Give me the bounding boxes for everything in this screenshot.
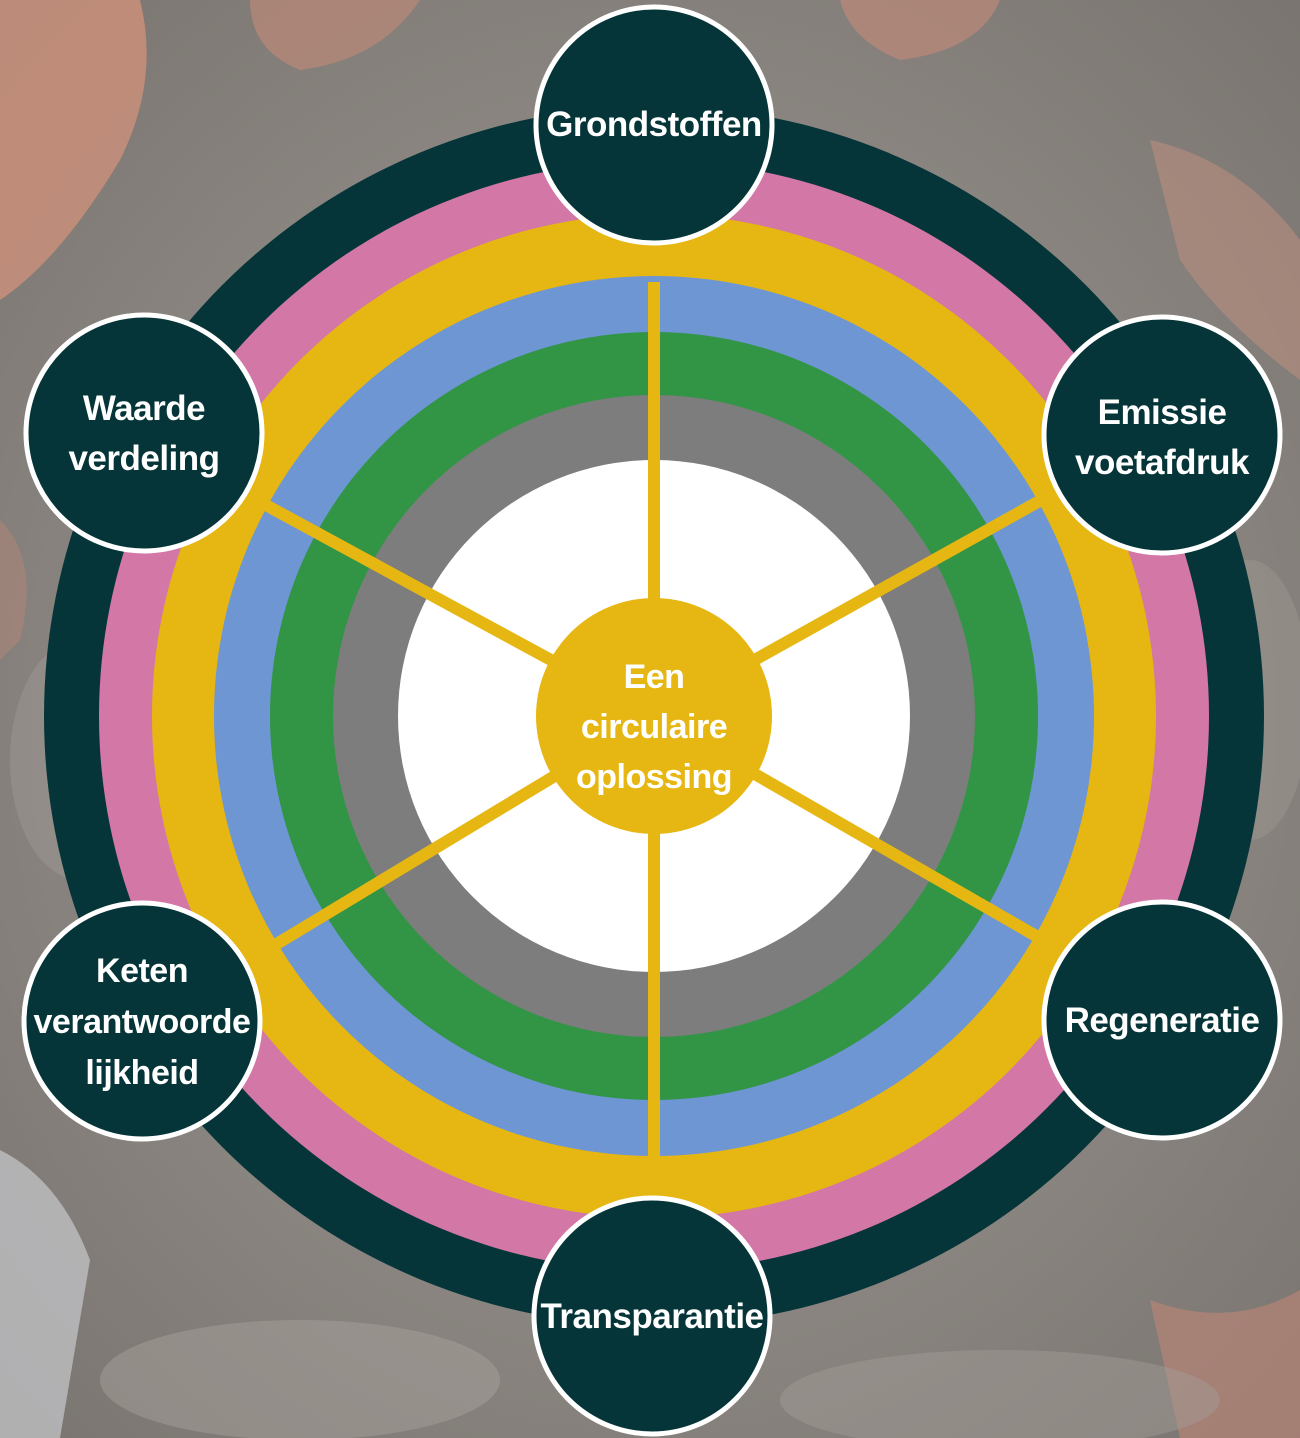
node-emissie-label-line-2: voetafdruk: [1075, 443, 1250, 482]
node-grondstoffen[interactable]: Grondstoffen: [533, 4, 775, 246]
node-grondstoffen-circle[interactable]: [533, 4, 775, 246]
node-emissie-voetafdruk[interactable]: Emissie voetafdruk: [1041, 314, 1283, 556]
node-waarde-label-line-2: verdeling: [68, 439, 219, 478]
center-label-line-1: Een: [624, 658, 685, 696]
node-keten-verantwoordelijkheid[interactable]: Keten verantwoorde lijkheid: [21, 900, 263, 1142]
node-emissie-label-line-1: Emissie: [1098, 393, 1227, 432]
node-keten-circle[interactable]: [21, 900, 263, 1142]
node-transparantie[interactable]: Transparantie: [531, 1195, 773, 1437]
node-emissie-circle[interactable]: [1041, 314, 1283, 556]
node-keten-label-line-2: verantwoorde: [34, 1003, 251, 1041]
center-label-line-2: circulaire: [581, 708, 727, 746]
center-hub: Een circulaire oplossing: [536, 598, 772, 834]
node-transparantie-circle[interactable]: [531, 1195, 773, 1437]
node-regeneratie-circle[interactable]: [1041, 899, 1283, 1141]
center-label-line-3: oplossing: [576, 758, 732, 796]
node-waarde-verdeling[interactable]: Waarde verdeling: [23, 312, 265, 554]
node-waarde-circle[interactable]: [23, 312, 265, 554]
center-circle: [536, 598, 772, 834]
node-regeneratie-label: Regeneratie: [1065, 1001, 1260, 1040]
node-grondstoffen-label: Grondstoffen: [546, 105, 762, 144]
node-regeneratie[interactable]: Regeneratie: [1041, 899, 1283, 1141]
node-keten-label-line-1: Keten: [96, 952, 188, 990]
node-waarde-label-line-1: Waarde: [83, 389, 205, 428]
node-keten-label-line-3: lijkheid: [85, 1054, 198, 1092]
node-transparantie-label: Transparantie: [540, 1297, 763, 1336]
